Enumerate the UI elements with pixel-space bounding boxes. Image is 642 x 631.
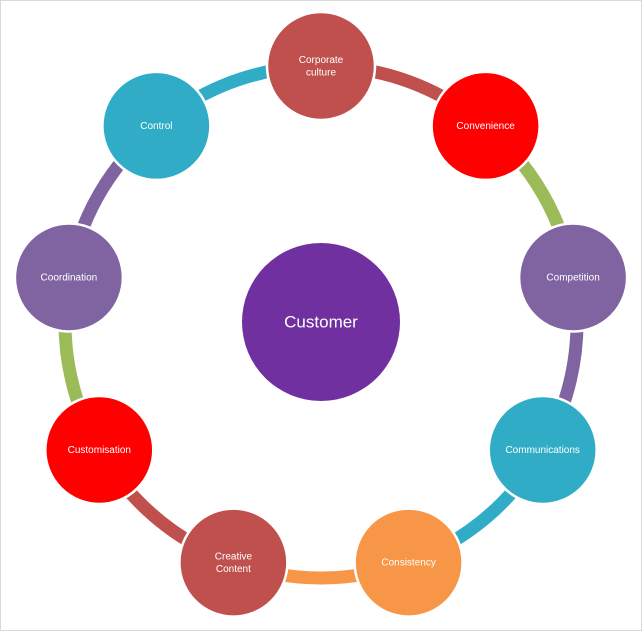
- node-label-line: Consistency: [381, 557, 435, 568]
- node-label-line: Convenience: [456, 121, 515, 132]
- node-customisation: Customisation: [44, 394, 155, 506]
- node-label-line: Content: [216, 563, 251, 574]
- node-label-line: Competition: [546, 272, 599, 283]
- node-circle-competition: [517, 222, 629, 333]
- node-label-line: Customisation: [68, 445, 131, 456]
- node-label-line: Corporate: [299, 54, 344, 65]
- node-label-consistency: Consistency: [381, 557, 435, 568]
- node-circle-customisation: [44, 394, 155, 506]
- node-label-competition: Competition: [546, 272, 599, 283]
- node-circle-communications: [487, 394, 598, 506]
- node-circle-creative-content: [178, 507, 289, 618]
- node-label-line: Coordination: [41, 272, 98, 283]
- node-competition: Competition: [517, 222, 629, 333]
- node-circle-corporate-culture: [265, 10, 377, 122]
- center-hub: Customer: [242, 243, 400, 401]
- node-label-convenience: Convenience: [456, 121, 515, 132]
- node-label-line: Communications: [505, 445, 579, 456]
- node-circle-control: [101, 70, 212, 182]
- node-corporate-culture: Corporate culture: [265, 10, 377, 122]
- node-convenience: Convenience: [430, 70, 541, 182]
- node-label-communications: Communications: [505, 445, 579, 456]
- node-circle-coordination: [13, 222, 125, 333]
- node-label-coordination: Coordination: [41, 272, 98, 283]
- node-label-line: Control: [140, 121, 172, 132]
- node-control: Control: [101, 70, 212, 182]
- node-label-line: Creative: [215, 551, 253, 562]
- node-consistency: Consistency: [353, 507, 464, 618]
- center-label: Customer: [284, 312, 358, 331]
- node-circle-convenience: [430, 70, 541, 182]
- node-communications: Communications: [487, 394, 598, 506]
- node-label-line: culture: [306, 67, 336, 78]
- center-circle: [242, 243, 400, 401]
- node-coordination: Coordination: [13, 222, 125, 333]
- node-label-corporate-culture: Corporate culture: [299, 54, 344, 78]
- node-circle-consistency: [353, 507, 464, 618]
- node-label-control: Control: [140, 121, 172, 132]
- node-label-customisation: Customisation: [68, 445, 131, 456]
